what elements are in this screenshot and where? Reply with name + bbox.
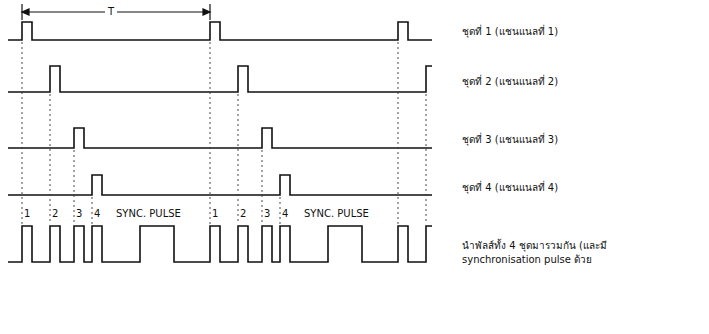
channel-waveform	[8, 128, 432, 148]
pulse-label: 1	[24, 208, 30, 220]
alignment-line	[426, 94, 427, 224]
channel-label: ชุดที่ 1 (แชนแนลที่ 1)	[462, 26, 558, 38]
pulse-label: 2	[240, 208, 246, 220]
alignment-line	[22, 42, 23, 224]
alignment-line	[238, 94, 239, 224]
pulse-label: 4	[94, 208, 100, 220]
alignment-line	[280, 197, 281, 224]
alignment-line	[262, 150, 263, 224]
alignment-line	[50, 94, 51, 224]
period-label: T	[105, 6, 117, 18]
channel-label: ชุดที่ 2 (แชนแนลที่ 2)	[462, 76, 558, 88]
pulse-label: 2	[52, 208, 58, 220]
alignment-line	[74, 150, 75, 224]
channel-label: ชุดที่ 4 (แชนแนลที่ 4)	[462, 182, 558, 194]
combined-waveform	[8, 226, 432, 262]
alignment-line	[210, 42, 211, 224]
caption-note: นำพัลส์ทั้ง 4 ชุดมารวมกัน (และมี	[462, 240, 607, 252]
pulse-label: SYNC. PULSE	[116, 208, 181, 220]
alignment-line	[398, 42, 399, 224]
pulse-label: 4	[282, 208, 288, 220]
caption-note: synchronisation pulse ด้วย	[462, 254, 592, 266]
channel-waveform	[8, 175, 432, 195]
pulse-label: 3	[264, 208, 270, 220]
channel-waveform	[8, 66, 432, 92]
pulse-label: 1	[212, 208, 218, 220]
channel-waveform	[8, 22, 432, 40]
channel-label: ชุดที่ 3 (แชนแนลที่ 3)	[462, 134, 558, 146]
pulse-label: 3	[76, 208, 82, 220]
pulse-label: SYNC. PULSE	[304, 208, 369, 220]
alignment-line	[92, 197, 93, 224]
